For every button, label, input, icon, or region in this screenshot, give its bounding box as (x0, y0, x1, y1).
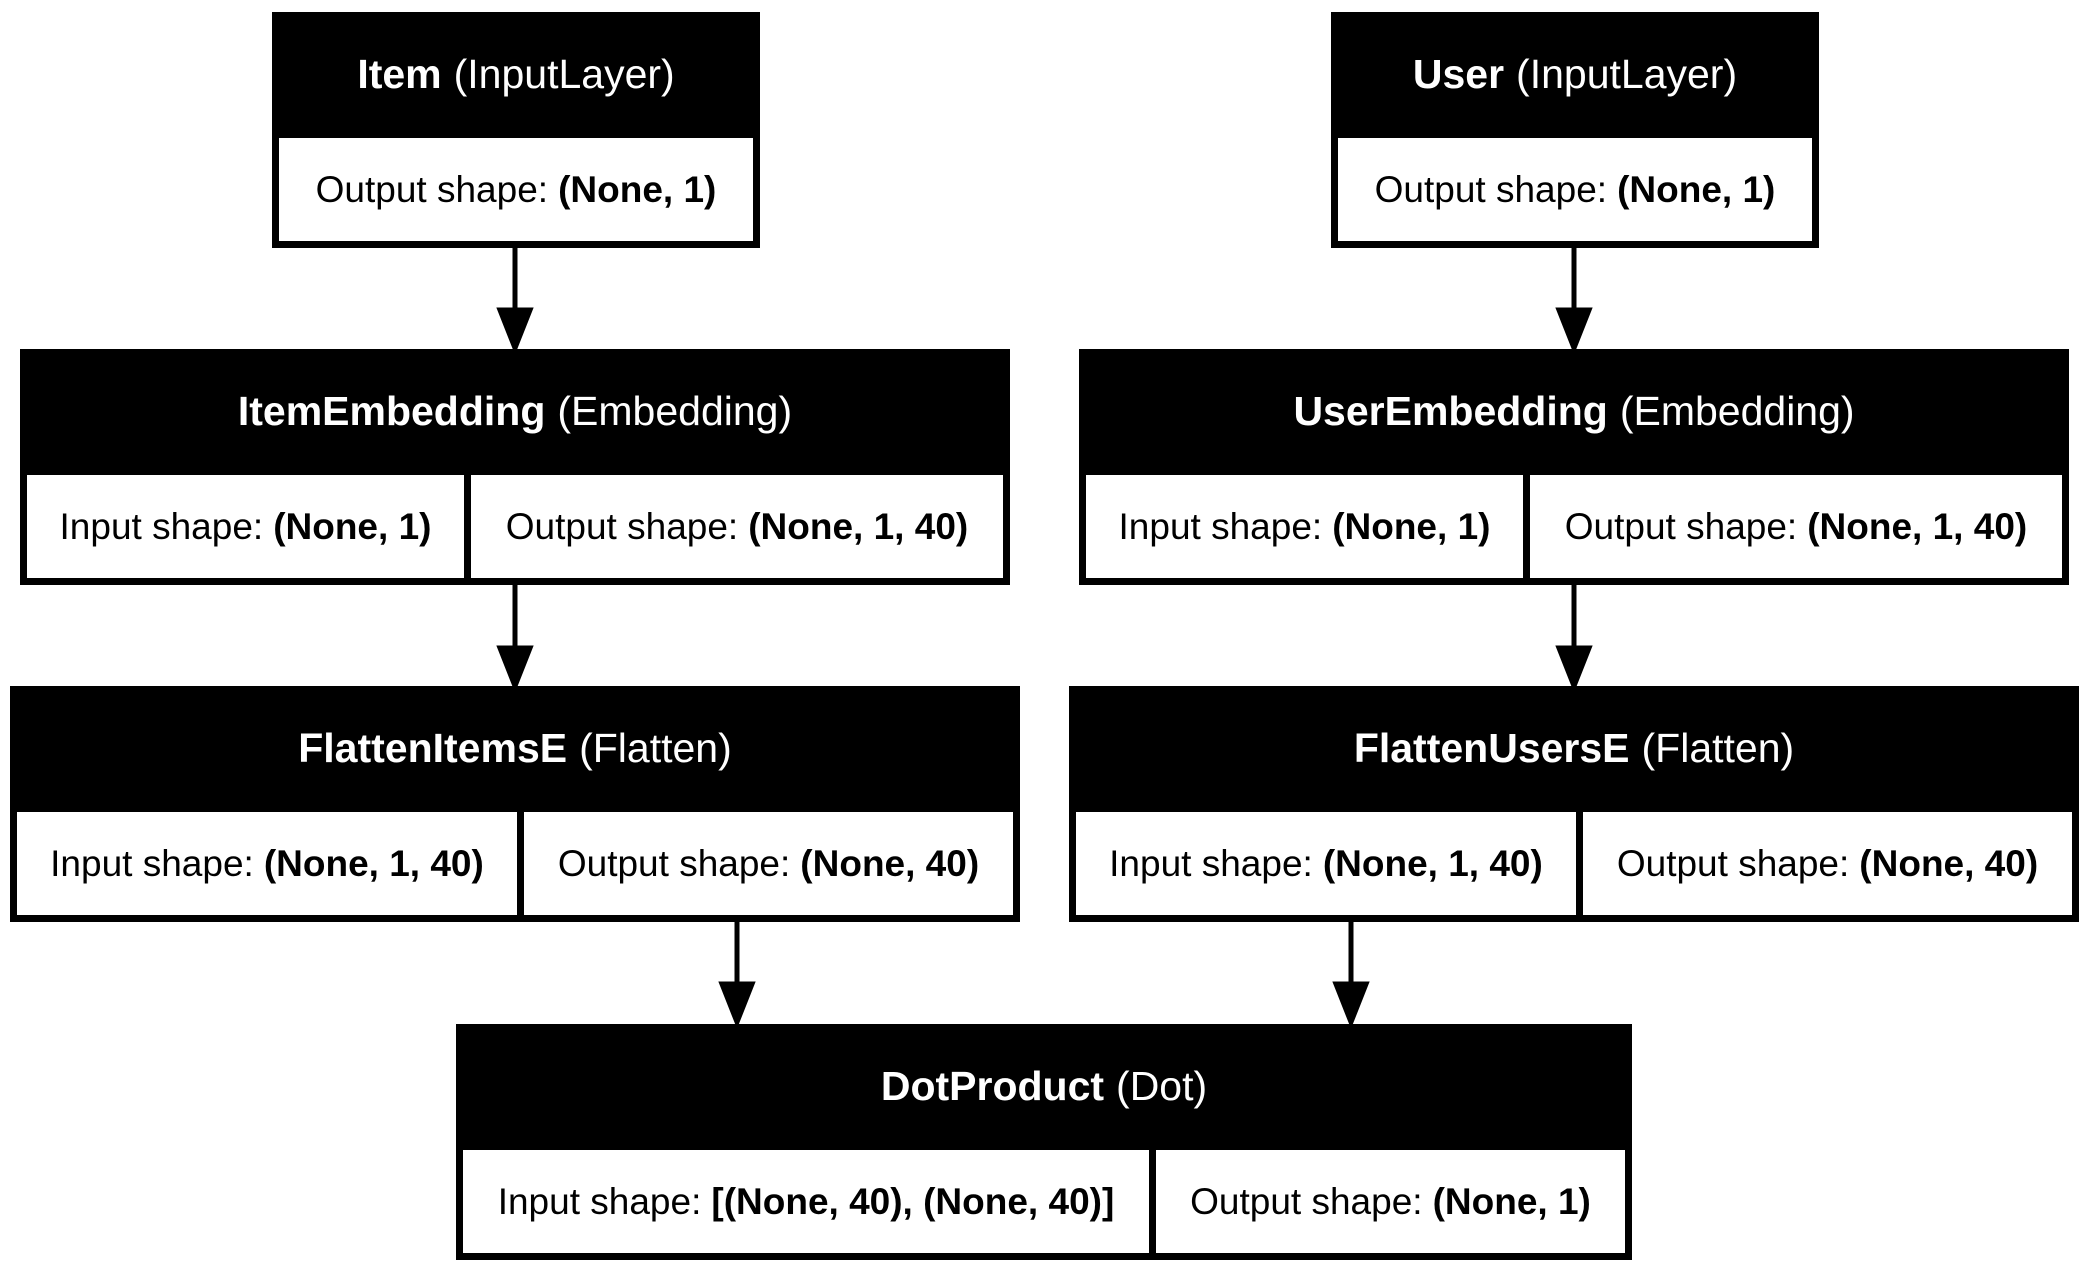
output-shape-label: Output shape: (505, 505, 739, 547)
input-shape-label: Input shape: (497, 1180, 702, 1222)
user-embedding-node: UserEmbedding (Embedding) Input shape: (… (1079, 349, 2069, 585)
output-shape-value: (None, 1, 40) (1807, 505, 2028, 547)
output-shape-value: (None, 40) (1859, 842, 2039, 884)
shape-row: Input shape: (None, 1, 40) Output shape:… (1076, 812, 2072, 915)
input-shape-value: [(None, 40), (None, 40)] (711, 1180, 1115, 1222)
output-shape-cell: Output shape: (None, 1) (1338, 138, 1812, 241)
node-title: User (InputLayer) (1331, 12, 1819, 136)
input-shape-value: (None, 1) (273, 505, 432, 547)
node-type: (InputLayer) (1516, 50, 1738, 97)
input-shape-value: (None, 1) (1332, 505, 1491, 547)
output-shape-value: (None, 1) (1432, 1180, 1591, 1222)
input-shape-value: (None, 1, 40) (1322, 842, 1543, 884)
input-shape-cell: Input shape: (None, 1, 40) (17, 812, 517, 915)
output-shape-value: (None, 1) (558, 168, 717, 210)
output-shape-label: Output shape: (1374, 168, 1608, 210)
input-shape-value: (None, 1, 40) (263, 842, 484, 884)
shape-row: Input shape: (None, 1, 40) Output shape:… (17, 812, 1013, 915)
output-shape-cell: Output shape: (None, 1) (279, 138, 753, 241)
output-shape-cell: Output shape: (None, 40) (524, 812, 1013, 915)
input-shape-cell: Input shape: [(None, 40), (None, 40)] (463, 1150, 1149, 1253)
input-shape-label: Input shape: (1109, 842, 1313, 884)
node-name: FlattenItemsE (298, 724, 568, 771)
node-name: FlattenUsersE (1353, 724, 1630, 771)
node-type: (Flatten) (579, 724, 732, 771)
shape-row: Input shape: (None, 1) Output shape: (No… (27, 475, 1003, 578)
edge-flattenusers-to-dotproduct (1332, 922, 1370, 1029)
output-shape-cell: Output shape: (None, 1) (1156, 1150, 1625, 1253)
node-name: ItemEmbedding (237, 387, 546, 434)
shape-row: Output shape: (None, 1) (279, 138, 753, 241)
output-shape-cell: Output shape: (None, 40) (1583, 812, 2072, 915)
node-title: UserEmbedding (Embedding) (1079, 349, 2069, 473)
dot-product-node: DotProduct (Dot) Input shape: [(None, 40… (456, 1024, 1632, 1260)
node-name: Item (357, 50, 442, 97)
node-name: DotProduct (880, 1062, 1105, 1109)
output-shape-label: Output shape: (557, 842, 791, 884)
flatten-items-node: FlattenItemsE (Flatten) Input shape: (No… (10, 686, 1020, 922)
node-name: User (1412, 50, 1505, 97)
edge-userembedding-to-flattenusers (1555, 585, 1593, 693)
node-title: FlattenItemsE (Flatten) (10, 686, 1020, 810)
node-title: ItemEmbedding (Embedding) (20, 349, 1010, 473)
node-title: FlattenUsersE (Flatten) (1069, 686, 2079, 810)
input-shape-label: Input shape: (50, 842, 254, 884)
node-type: (Embedding) (557, 387, 793, 434)
shape-row: Input shape: (None, 1) Output shape: (No… (1086, 475, 2062, 578)
node-title: DotProduct (Dot) (456, 1024, 1632, 1148)
item-embedding-node: ItemEmbedding (Embedding) Input shape: (… (20, 349, 1010, 585)
output-shape-label: Output shape: (1616, 842, 1850, 884)
edge-user-to-userembedding (1555, 248, 1593, 355)
output-shape-cell: Output shape: (None, 1, 40) (1530, 475, 2062, 578)
input-shape-cell: Input shape: (None, 1) (1086, 475, 1523, 578)
output-shape-label: Output shape: (315, 168, 549, 210)
shape-row: Input shape: [(None, 40), (None, 40)] Ou… (463, 1150, 1625, 1253)
output-shape-cell: Output shape: (None, 1, 40) (471, 475, 1003, 578)
input-shape-label: Input shape: (1118, 505, 1323, 547)
edge-item-to-itemembedding (496, 248, 534, 355)
user-input-node: User (InputLayer) Output shape: (None, 1… (1331, 12, 1819, 248)
node-type: (InputLayer) (453, 50, 675, 97)
output-shape-value: (None, 1) (1617, 168, 1776, 210)
edge-flattenitems-to-dotproduct (718, 922, 756, 1029)
output-shape-label: Output shape: (1564, 505, 1798, 547)
input-shape-cell: Input shape: (None, 1) (27, 475, 464, 578)
node-type: (Flatten) (1641, 724, 1795, 771)
shape-row: Output shape: (None, 1) (1338, 138, 1812, 241)
node-type: (Dot) (1116, 1062, 1208, 1109)
output-shape-label: Output shape: (1190, 1180, 1423, 1222)
node-name: UserEmbedding (1293, 387, 1608, 434)
output-shape-value: (None, 1, 40) (748, 505, 969, 547)
output-shape-value: (None, 40) (800, 842, 980, 884)
node-type: (Embedding) (1619, 387, 1855, 434)
input-shape-label: Input shape: (59, 505, 264, 547)
item-input-node: Item (InputLayer) Output shape: (None, 1… (272, 12, 760, 248)
flatten-users-node: FlattenUsersE (Flatten) Input shape: (No… (1069, 686, 2079, 922)
input-shape-cell: Input shape: (None, 1, 40) (1076, 812, 1576, 915)
edge-itemembedding-to-flattenitems (496, 585, 534, 693)
node-title: Item (InputLayer) (272, 12, 760, 136)
